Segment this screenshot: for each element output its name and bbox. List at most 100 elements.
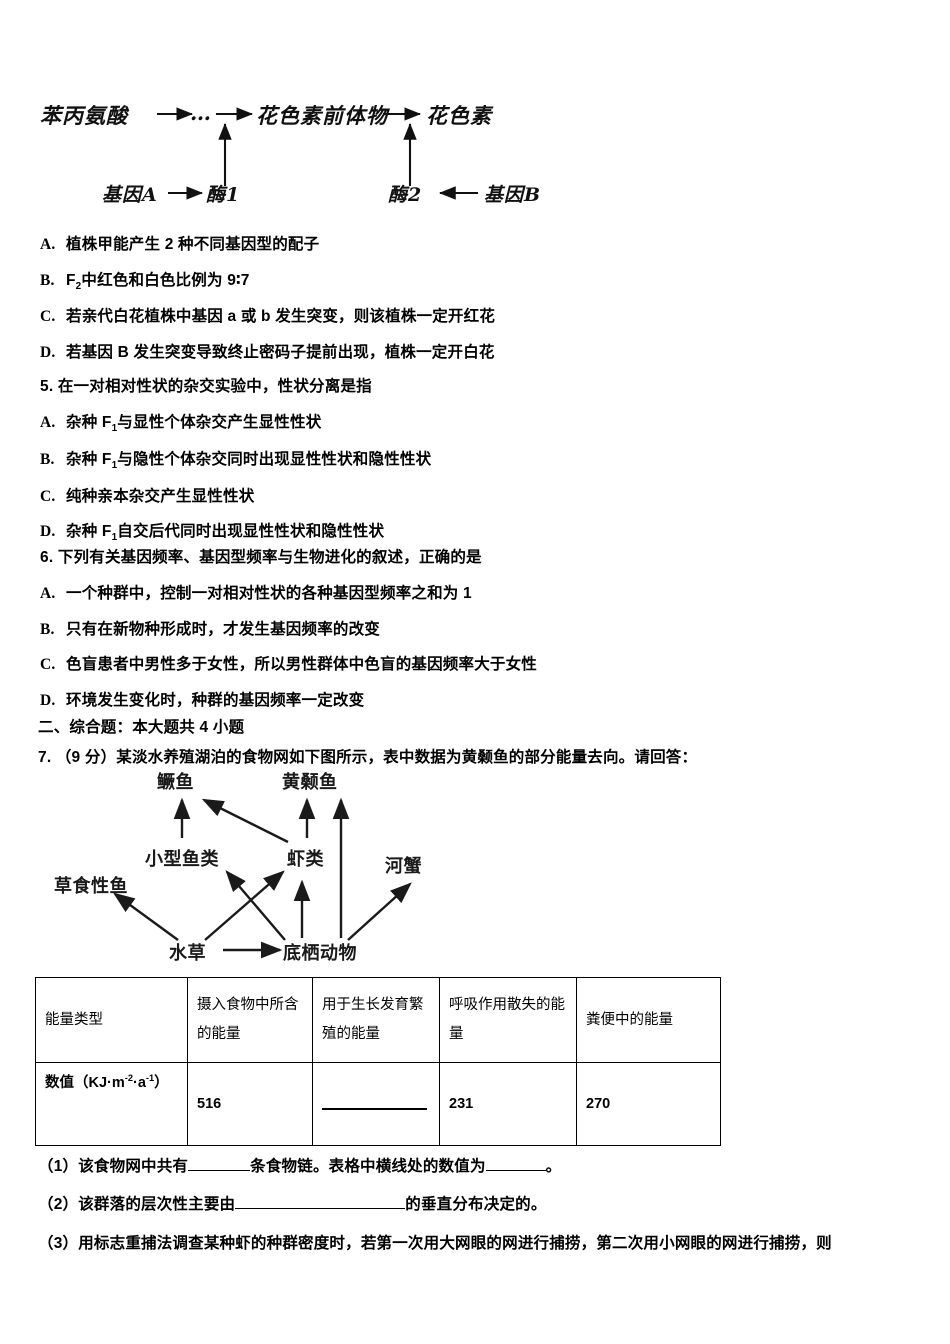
table-cell-intake-value: 516 [187, 1062, 313, 1146]
q4-option-c-letter: C. [40, 308, 56, 325]
q5-option-b: B. 杂种 F1与隐性个体杂交同时出现显性性状和隐性性状 [40, 447, 431, 471]
q6-option-b: B. 只有在新物种形成时，才发生基因频率的改变 [40, 617, 380, 639]
q4-option-c-text: 若亲代白花植株中基因 a 或 b 发生突变，则该植株一定开红花 [66, 308, 496, 325]
q7-sub2-post: 的垂直分布决定的。 [405, 1196, 547, 1213]
food-web-node-river-crab: 河蟹 [385, 856, 422, 876]
q4-option-c: C. 若亲代白花植株中基因 a 或 b 发生突变，则该植株一定开红花 [40, 304, 495, 326]
q5-number: 5. [40, 378, 54, 395]
q7-subquestion-1: （1）该食物网中共有条食物链。表格中横线处的数值为。 [38, 1154, 561, 1176]
food-web-arrows [113, 797, 412, 959]
q5-option-d-subscript: 1 [111, 532, 118, 544]
energy-data-table: 能量类型 摄入食物中所含的能量 用于生长发育繁殖的能量 呼吸作用散失的能量 粪便… [35, 977, 721, 1146]
pathway-node-gene-b: 基因B [484, 184, 542, 206]
q5-option-a-letter: A. [40, 414, 56, 431]
q6-option-d: D. 环境发生变化时，种群的基因频率一定改变 [40, 688, 364, 710]
q7-sub3-text: 用标志重捕法调查某种虾的种群密度时，若第一次用大网眼的网进行捕捞，第二次用小网眼… [78, 1235, 832, 1252]
table-cell-feces-value: 270 [576, 1062, 721, 1146]
q4-option-a: A. 植株甲能产生 2 种不同基因型的配子 [40, 232, 319, 254]
q5-option-a: A. 杂种 F1与显性个体杂交产生显性性状 [40, 410, 321, 434]
unit-sup-area: -2 [124, 1073, 134, 1084]
pathway-node-enzyme-2: 酶2 [388, 184, 423, 206]
q7-stem: 7. （9 分）某淡水养殖湖泊的食物网如下图所示，表中数据为黄颡鱼的部分能量去向… [38, 745, 697, 767]
q7-sub1-blank-2[interactable] [485, 1158, 546, 1171]
pathway-node-gene-a: 基因A [102, 184, 158, 206]
q4-option-d: D. 若基因 B 发生突变导致终止密码子提前出现，植株一定开白花 [40, 340, 495, 362]
pathway-node-enzyme-1: 酶1 [206, 184, 241, 206]
q6-option-b-letter: B. [40, 621, 55, 638]
food-web-node-small-fish: 小型鱼类 [145, 849, 219, 869]
q5-option-c: C. 纯种亲本杂交产生显性性状 [40, 484, 254, 506]
anthocyanin-pathway-diagram: 苯丙氨酸 … 花色素前体物 花色素 基因A 酶1 酶2 基因B [40, 88, 560, 213]
table-cell-growth-value [312, 1062, 440, 1146]
food-web-node-yellow-catfish: 黄颡鱼 [282, 772, 338, 792]
q6-stem: 6. 下列有关基因频率、基因型频率与生物进化的叙述，正确的是 [40, 545, 482, 567]
q5-option-c-letter: C. [40, 488, 56, 505]
table-header-energy-type: 能量类型 [35, 977, 188, 1063]
q4-option-d-text: 若基因 B 发生突变导致终止密码子提前出现，植株一定开白花 [66, 344, 495, 361]
q7-sub1-post: 。 [545, 1158, 562, 1175]
q6-option-c: C. 色盲患者中男性多于女性，所以男性群体中色盲的基因频率大于女性 [40, 652, 537, 674]
q5-option-a-pre: 杂种 F [66, 414, 112, 431]
q5-option-b-post: 与隐性个体杂交同时出现显性性状和隐性性状 [117, 451, 432, 468]
q4-option-b-letter: B. [40, 272, 55, 289]
q5-stem-text: 在一对相对性状的杂交实验中，性状分离是指 [57, 378, 372, 395]
q6-stem-text: 下列有关基因频率、基因型频率与生物进化的叙述，正确的是 [57, 549, 482, 566]
food-web-node-herbivorous-fish: 草食性鱼 [54, 876, 128, 896]
unit-sup-year: -1 [145, 1073, 155, 1084]
q5-option-d: D.杂种 F1自交后代同时出现显性性状和隐性性状 [40, 519, 384, 543]
section-2-heading: 二、综合题：本大题共 4 小题 [38, 719, 245, 736]
q7-number: 7. [38, 749, 52, 766]
table-header-respiration-energy: 呼吸作用散失的能量 [439, 977, 577, 1063]
table-header-intake-energy: 摄入食物中所含的能量 [187, 977, 313, 1063]
q7-sub2-pre: 该群落的层次性主要由 [78, 1196, 236, 1213]
q6-option-c-text: 色盲患者中男性多于女性，所以男性群体中色盲的基因频率大于女性 [66, 656, 538, 673]
q4-option-d-letter: D. [40, 344, 56, 361]
q7-sub1-blank-1[interactable] [188, 1158, 251, 1171]
table-header-feces-energy: 粪便中的能量 [576, 977, 721, 1063]
q5-option-a-subscript: 1 [111, 423, 118, 435]
q4-option-b: B. F2中红色和白色比例为 9∶7 [40, 268, 250, 292]
pathway-arrows [157, 107, 478, 200]
q5-stem: 5. 在一对相对性状的杂交实验中，性状分离是指 [40, 374, 372, 396]
q6-option-b-text: 只有在新物种形成时，才发生基因频率的改变 [66, 621, 381, 638]
q6-option-d-text: 环境发生变化时，种群的基因频率一定改变 [66, 692, 365, 709]
pathway-node-anthocyanin: 花色素 [426, 103, 492, 128]
q4-option-b-text-pre: F [66, 272, 76, 289]
q5-option-a-post: 与显性个体杂交产生显性性状 [117, 414, 322, 431]
food-web-node-shrimp: 虾类 [287, 849, 324, 869]
table-header-row: 能量类型 摄入食物中所含的能量 用于生长发育繁殖的能量 呼吸作用散失的能量 粪便… [35, 977, 721, 1063]
q5-option-b-letter: B. [40, 451, 55, 468]
table-header-growth-energy: 用于生长发育繁殖的能量 [312, 977, 440, 1063]
q5-option-d-post: 自交后代同时出现显性性状和隐性性状 [117, 523, 385, 540]
pathway-node-anthocyanin-precursor: 花色素前体物 [256, 103, 388, 128]
blank-answer-rule[interactable] [322, 1097, 427, 1111]
q6-option-a: A. 一个种群中，控制一对相对性状的各种基因型频率之和为 1 [40, 581, 472, 603]
q4-option-a-letter: A. [40, 236, 56, 253]
q7-sub1-number: （1） [38, 1158, 79, 1175]
food-web-node-aquatic-plants: 水草 [169, 943, 206, 963]
unit-post: ） [154, 1075, 169, 1091]
q5-option-c-pre: 纯种亲本杂交产生显性性状 [66, 488, 255, 505]
q4-option-a-text: 植株甲能产生 2 种不同基因型的配子 [66, 236, 320, 253]
q6-option-a-letter: A. [40, 585, 56, 602]
q5-option-b-pre: 杂种 F [66, 451, 112, 468]
q6-option-a-text: 一个种群中，控制一对相对性状的各种基因型频率之和为 1 [66, 585, 472, 602]
q4-option-b-text-post: 中红色和白色比例为 9∶7 [81, 272, 250, 289]
q7-sub2-number: （2） [38, 1196, 79, 1213]
q6-option-d-letter: D. [40, 692, 56, 709]
table-cell-respiration-value: 231 [439, 1062, 577, 1146]
q6-number: 6. [40, 549, 54, 566]
q5-option-d-pre: 杂种 F [66, 523, 112, 540]
food-web-node-benthic-animals: 底栖动物 [283, 943, 357, 963]
table-row: 数值（KJ·m-2·a-1） 516 231 270 [35, 1062, 721, 1146]
q6-option-c-letter: C. [40, 656, 56, 673]
q7-sub1-pre: 该食物网中共有 [78, 1158, 189, 1175]
q7-sub2-blank-1[interactable] [235, 1196, 406, 1209]
q5-option-b-subscript: 1 [111, 460, 118, 472]
food-web-node-mandarin-fish: 鳜鱼 [157, 772, 194, 792]
q7-sub3-number: （3） [38, 1235, 79, 1252]
q7-stem-text: （9 分）某淡水养殖湖泊的食物网如下图所示，表中数据为黄颡鱼的部分能量去向。请回… [55, 749, 698, 766]
unit-pre: 数值（KJ·m [45, 1075, 125, 1091]
q4-option-b-subscript: 2 [75, 281, 82, 293]
